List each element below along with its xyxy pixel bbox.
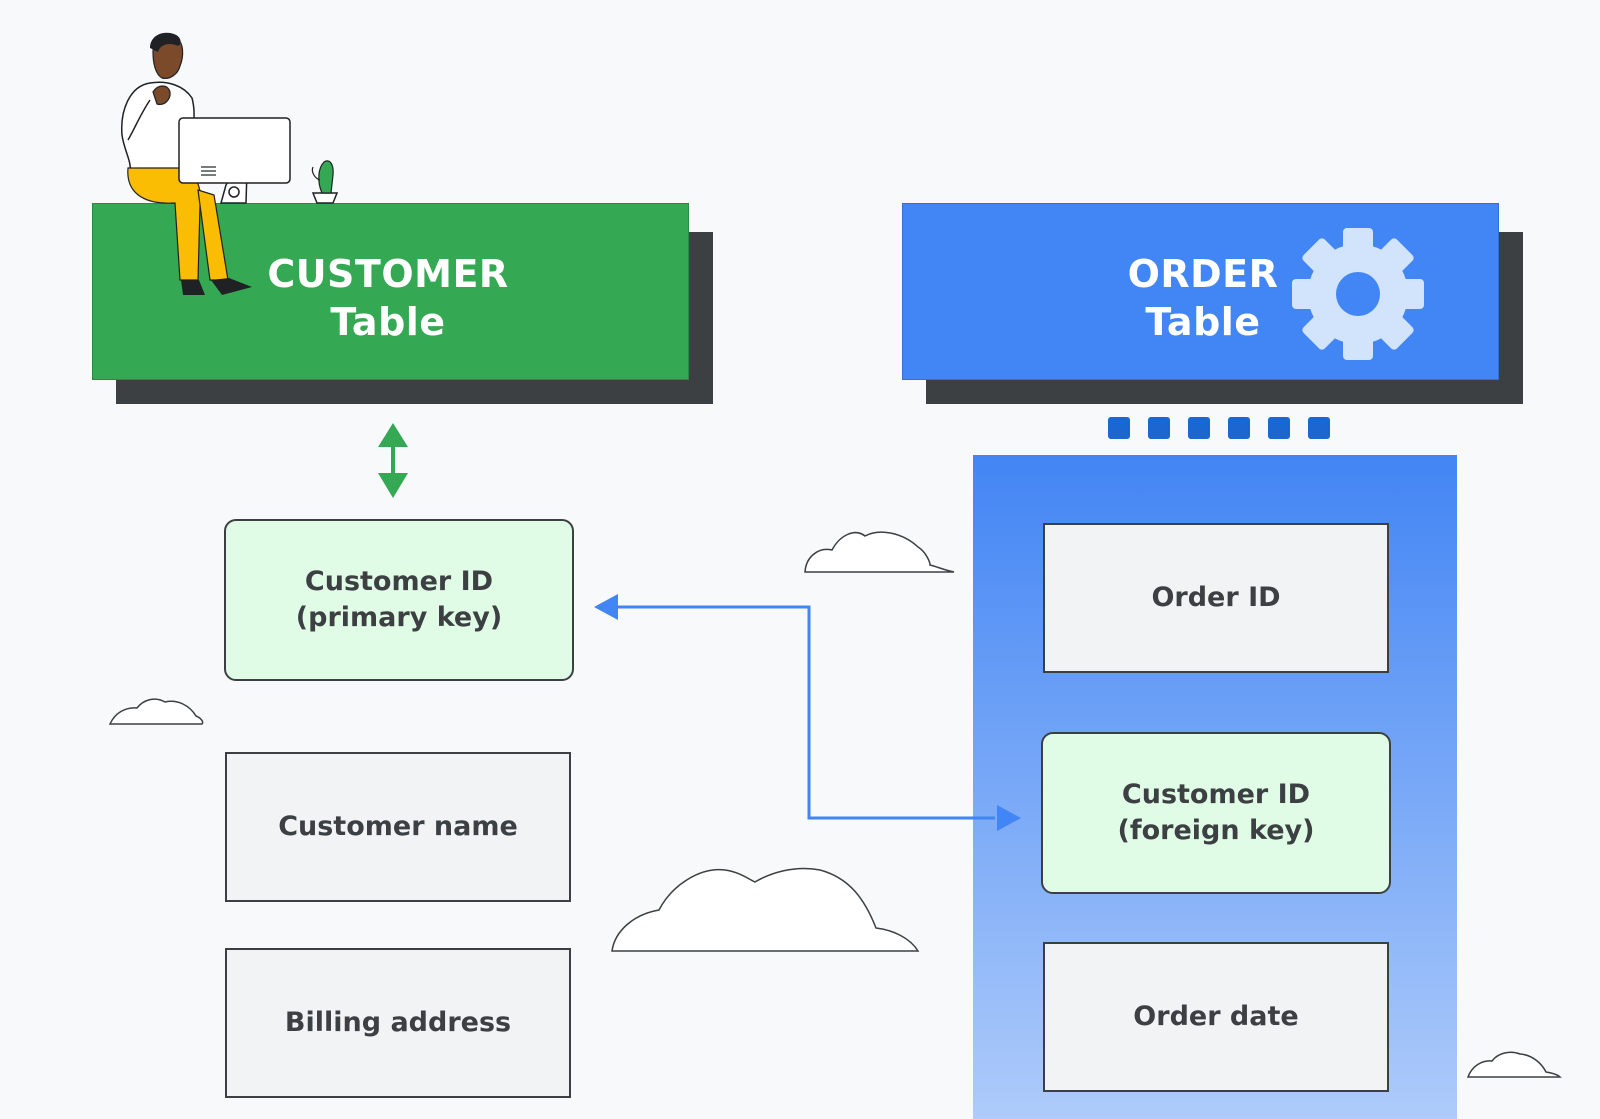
- connector-dot: [1268, 417, 1290, 439]
- primary-key-line2: (primary key): [295, 602, 503, 633]
- arrow-head-right: [997, 805, 1021, 831]
- primary-key-line1: Customer ID: [304, 566, 494, 597]
- cactus-icon: [311, 160, 339, 204]
- billing-address-label: Billing address: [284, 1007, 512, 1038]
- connector-dot: [1108, 417, 1130, 439]
- customer-name-label: Customer name: [278, 811, 518, 842]
- relationship-arrow: [594, 594, 1021, 831]
- customer-title-line1: CUSTOMER: [267, 252, 509, 296]
- cloud-icon: [108, 698, 204, 725]
- customer-table-title: CUSTOMER Table: [263, 250, 513, 346]
- arrow-head-left: [594, 594, 618, 620]
- customer-name-field: Customer name: [225, 752, 571, 902]
- connector-dot: [1228, 417, 1250, 439]
- person-at-computer-illustration: [121, 32, 291, 295]
- order-title-line2: Table: [1145, 300, 1261, 344]
- order-date-field: Order date: [1043, 942, 1389, 1092]
- gear-icon: [1292, 228, 1424, 360]
- foreign-key-line2: (foreign key): [1117, 815, 1315, 846]
- order-id-label: Order ID: [1151, 582, 1281, 613]
- cloud-icon: [804, 531, 955, 573]
- order-table-title: ORDER Table: [1118, 250, 1288, 346]
- connector-dot: [1308, 417, 1330, 439]
- customer-id-primary-key-field: Customer ID (primary key): [224, 519, 574, 681]
- cloud-icon: [1466, 1051, 1562, 1078]
- order-id-field: Order ID: [1043, 523, 1389, 673]
- double-arrow-icon: [378, 423, 408, 498]
- customer-id-foreign-key-field: Customer ID (foreign key): [1041, 732, 1391, 894]
- customer-title-line2: Table: [330, 300, 446, 344]
- order-date-label: Order date: [1133, 1001, 1299, 1032]
- foreign-key-line1: Customer ID: [1121, 779, 1311, 810]
- cloud-icon: [611, 867, 920, 952]
- connector-dot: [1188, 417, 1210, 439]
- order-title-line1: ORDER: [1127, 252, 1279, 296]
- billing-address-field: Billing address: [225, 948, 571, 1098]
- connector-dot: [1148, 417, 1170, 439]
